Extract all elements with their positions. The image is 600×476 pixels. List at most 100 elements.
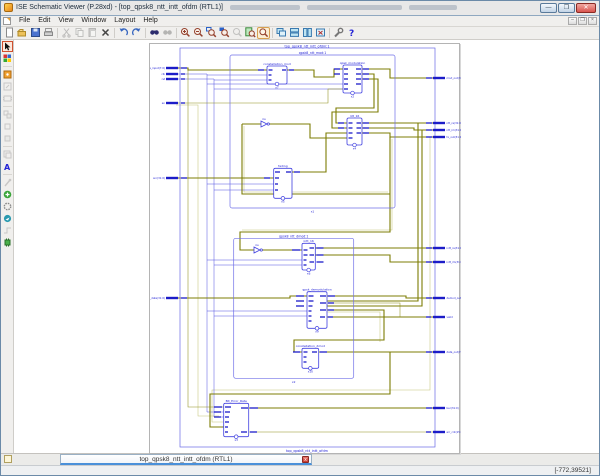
probe-icon[interactable] — [2, 177, 13, 188]
tile-horizontal-icon[interactable] — [288, 27, 301, 39]
zoom-selection-icon[interactable] — [205, 27, 218, 39]
redacted-title-text — [307, 5, 402, 11]
find-icon[interactable] — [148, 27, 161, 39]
preferences-wrench-icon[interactable] — [332, 27, 345, 39]
menu-bar: File Edit View Window Layout Help ‒ ❐ × — [1, 15, 599, 27]
open-folder-icon[interactable] — [16, 27, 29, 39]
block-inv-bottom[interactable]: inv — [253, 243, 263, 254]
port-label: clk — [161, 72, 165, 76]
port-label: snr(31:0) — [153, 176, 165, 180]
push-into-block-icon[interactable] — [2, 69, 13, 80]
redacted-title-text — [409, 5, 457, 11]
output-ports[interactable]: mod_out(31:0) ntt_re(31:0) ntt_im(31:0) … — [426, 76, 467, 434]
select-pointer-icon[interactable] — [1, 40, 13, 52]
schematic-canvas[interactable]: top_qpsk8_ntt_intt_ofdm:1 top_qpsk8_ntt_… — [14, 39, 599, 454]
new-document-icon[interactable] — [3, 27, 16, 39]
block-qpsk-modulation[interactable]: qpsk_modulation x2 — [334, 61, 369, 99]
pan-tool-icon[interactable] — [257, 26, 270, 39]
block-instance: x2 — [351, 94, 355, 98]
block-instance: x5 — [281, 200, 285, 204]
port-label: intt_im(31:0) — [447, 260, 462, 264]
save-icon[interactable] — [29, 27, 42, 39]
block-constellation-mod[interactable]: constellation_mod x7 — [258, 62, 294, 90]
zoom-out-icon[interactable] — [192, 27, 205, 39]
port-label: data_input(7:0) — [150, 66, 165, 70]
minimize-button[interactable]: — — [540, 2, 557, 13]
container-qpsk8-ntt-mod[interactable]: qpsk8_ntt_mod:1 x1 — [229, 51, 396, 214]
delete-icon[interactable] — [99, 27, 112, 39]
port-label: rst — [162, 77, 165, 81]
menu-view[interactable]: View — [58, 17, 74, 25]
cascade-windows-icon[interactable] — [275, 27, 288, 39]
title-bar: ISE Schematic Viewer (P.28xd) - [top_qps… — [1, 1, 599, 16]
pop-out-icon[interactable] — [2, 81, 13, 92]
menu-help[interactable]: Help — [143, 17, 158, 25]
block-constellation-dmod[interactable]: constellation_dmod x10 — [293, 344, 327, 374]
view-grid-icon[interactable] — [2, 53, 13, 64]
marker-icon[interactable] — [2, 133, 13, 144]
sheet-top-label: top_qpsk8_ntt_intt_ofdm:1 — [284, 44, 329, 48]
sheet-bottom-label: top_qpsk8_ntt_intt_ofdm — [286, 449, 329, 453]
maximize-button[interactable]: ❐ — [558, 2, 575, 13]
settings-gear-icon[interactable] — [2, 201, 13, 212]
undo-icon[interactable] — [117, 27, 130, 39]
mdi-close-button[interactable]: × — [588, 16, 597, 25]
port-label: mod_out(31:0) — [447, 76, 462, 80]
container-label: qpsk8_ntt_mod:1 — [299, 51, 326, 55]
menu-layout[interactable]: Layout — [114, 17, 136, 25]
port-label: demod_out(1:0) — [447, 296, 462, 300]
help-icon[interactable]: ? — [345, 27, 358, 39]
tab-top-qpsk8-ntt-intt-ofdm[interactable]: top_qpsk8_ntt_intt_ofdm (RTL1) x — [60, 454, 312, 466]
main-toolbar: ? — [1, 26, 599, 40]
chip-view-icon[interactable] — [2, 237, 13, 248]
zoom-in-icon[interactable] — [179, 27, 192, 39]
copy-icon[interactable] — [73, 27, 86, 39]
menu-file[interactable]: File — [19, 17, 31, 25]
tab-close-icon[interactable]: x — [302, 456, 309, 464]
add-green-icon[interactable] — [2, 189, 13, 200]
zoom-to-fit-icon[interactable] — [244, 27, 257, 39]
block-title: inv — [255, 243, 259, 247]
block-bit-error-rate[interactable]: Bit_Error_Rate x3 — [214, 399, 258, 442]
block-instance: x3 — [234, 438, 238, 442]
block-instance: x7 — [275, 85, 279, 89]
input-ports[interactable]: data_input(7:0) clk rst en snr(31:0) rx_… — [145, 66, 187, 300]
annotate-text-icon[interactable]: A — [2, 161, 13, 172]
port-label: data_out(7:0) — [447, 350, 462, 354]
wire-nets-blue[interactable] — [172, 69, 343, 418]
container-qpsk8-ntt-dmod[interactable]: qpsk8_ntt_dmod:1 x2 — [233, 234, 355, 384]
wire-parallels — [176, 104, 431, 423]
container-label: qpsk8_ntt_dmod:1 — [279, 234, 309, 238]
block-inv-top[interactable]: inv — [260, 117, 270, 128]
paste-icon[interactable] — [86, 27, 99, 39]
mdi-minimize-button[interactable]: ‒ — [568, 16, 577, 25]
redo-icon[interactable] — [130, 27, 143, 39]
block-instance: x9 — [315, 330, 319, 334]
zoom-full-icon[interactable] — [218, 27, 231, 39]
instance-icon[interactable] — [2, 93, 13, 104]
select-hierarchy-icon[interactable] — [2, 149, 13, 160]
zoom-highlight-icon[interactable] — [231, 27, 244, 39]
net-icon[interactable] — [2, 109, 13, 120]
block-instance: x4 — [353, 146, 357, 150]
container-instance: x1 — [311, 209, 315, 213]
block-qpsk-demodulation[interactable]: qpsk_demodulation x9 — [296, 287, 335, 334]
block-ntt-16[interactable]: ntt_16 x4 — [338, 114, 369, 151]
schematic-sheet[interactable]: top_qpsk8_ntt_intt_ofdm:1 top_qpsk8_ntt_… — [145, 42, 467, 454]
find-next-icon[interactable] — [161, 27, 174, 39]
cut-icon[interactable] — [60, 27, 73, 39]
world-view-icon[interactable] — [2, 213, 13, 224]
mdi-restore-button[interactable]: ❐ — [578, 16, 587, 25]
pin-icon[interactable] — [2, 121, 13, 132]
port-label: ber(31:0) — [447, 406, 459, 410]
close-window-icon[interactable] — [314, 27, 327, 39]
tab-document-icon — [4, 455, 12, 464]
block-intt-16[interactable]: intt_16 x6 — [292, 239, 324, 275]
menu-edit[interactable]: Edit — [38, 17, 51, 25]
route-icon[interactable] — [2, 225, 13, 236]
menu-window[interactable]: Window — [81, 17, 107, 25]
tile-vertical-icon[interactable] — [301, 27, 314, 39]
print-icon[interactable] — [42, 27, 55, 39]
block-fading[interactable]: fading x5 — [264, 164, 300, 204]
close-button[interactable]: ✕ — [576, 2, 596, 13]
